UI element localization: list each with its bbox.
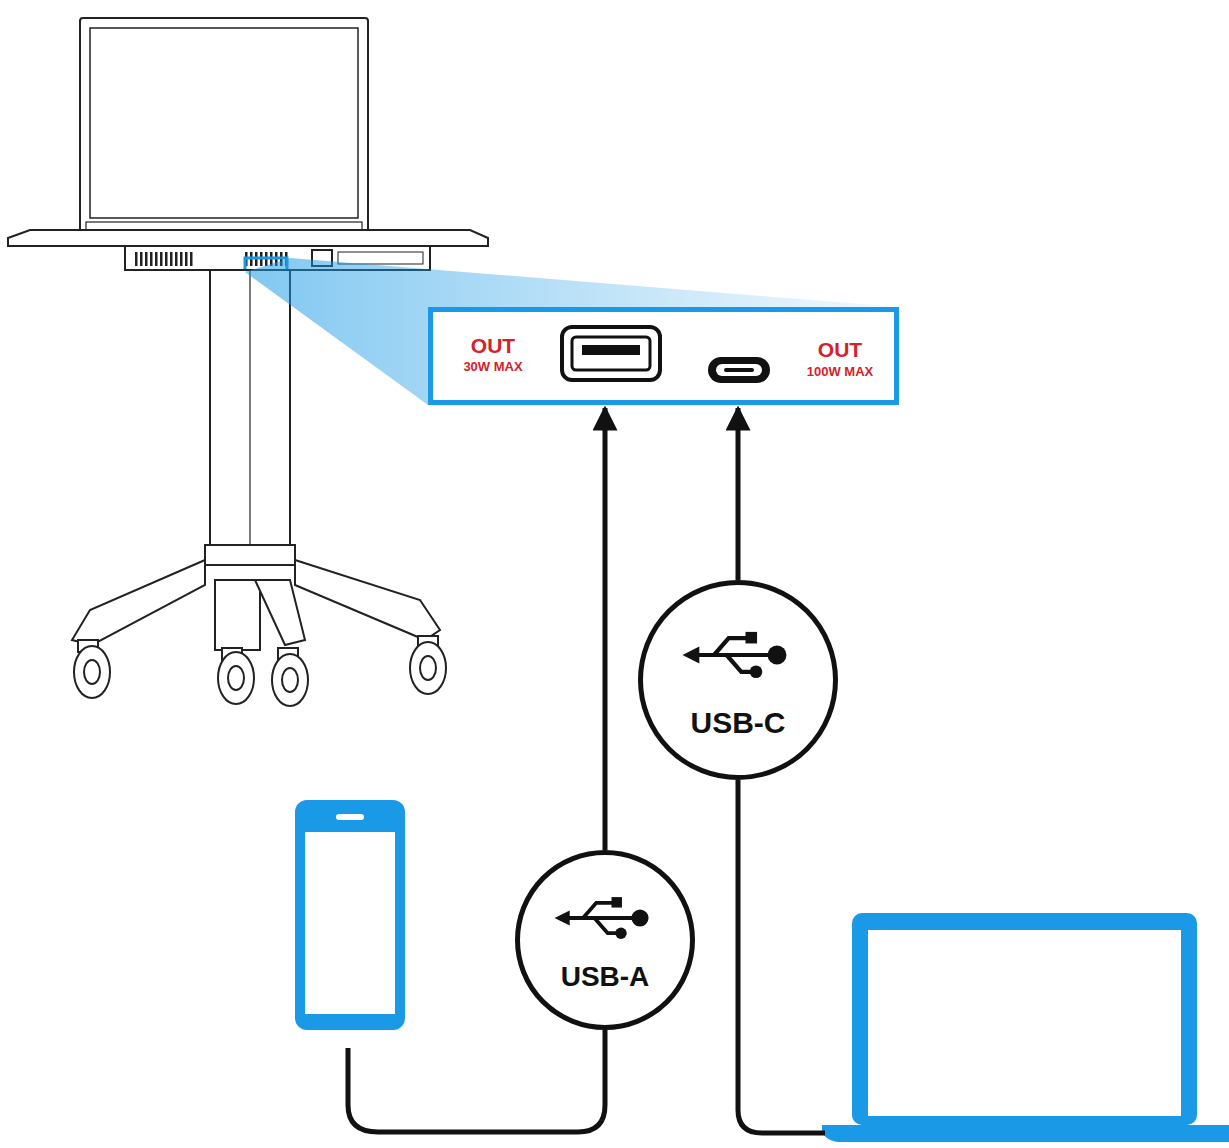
phone-icon (295, 800, 405, 1030)
phone-cable (348, 1030, 605, 1132)
port-name: USB-A (561, 962, 650, 993)
port-panel: OUT 30W MAX OUT 100W MAX (428, 307, 899, 405)
usb-a-port (562, 327, 660, 380)
power-arrow (603, 408, 608, 850)
power-rating: 30W MAX (463, 360, 522, 374)
panel-ground (428, 307, 899, 405)
zoom-cone (245, 258, 899, 405)
power-rating: 100W MAX (807, 365, 873, 379)
usb-symbol (555, 632, 787, 939)
laptop-cable (738, 780, 825, 1133)
power-rating: OUT (818, 338, 862, 361)
usb-c-port (708, 357, 770, 383)
port-name: USB-C (691, 706, 786, 739)
laptop-icon (822, 913, 1229, 1142)
power-rating: OUT (471, 334, 515, 357)
power-arrow (736, 408, 741, 580)
usb-circle: USB-C (638, 580, 838, 780)
usb-circle: USB-A (515, 850, 695, 1030)
